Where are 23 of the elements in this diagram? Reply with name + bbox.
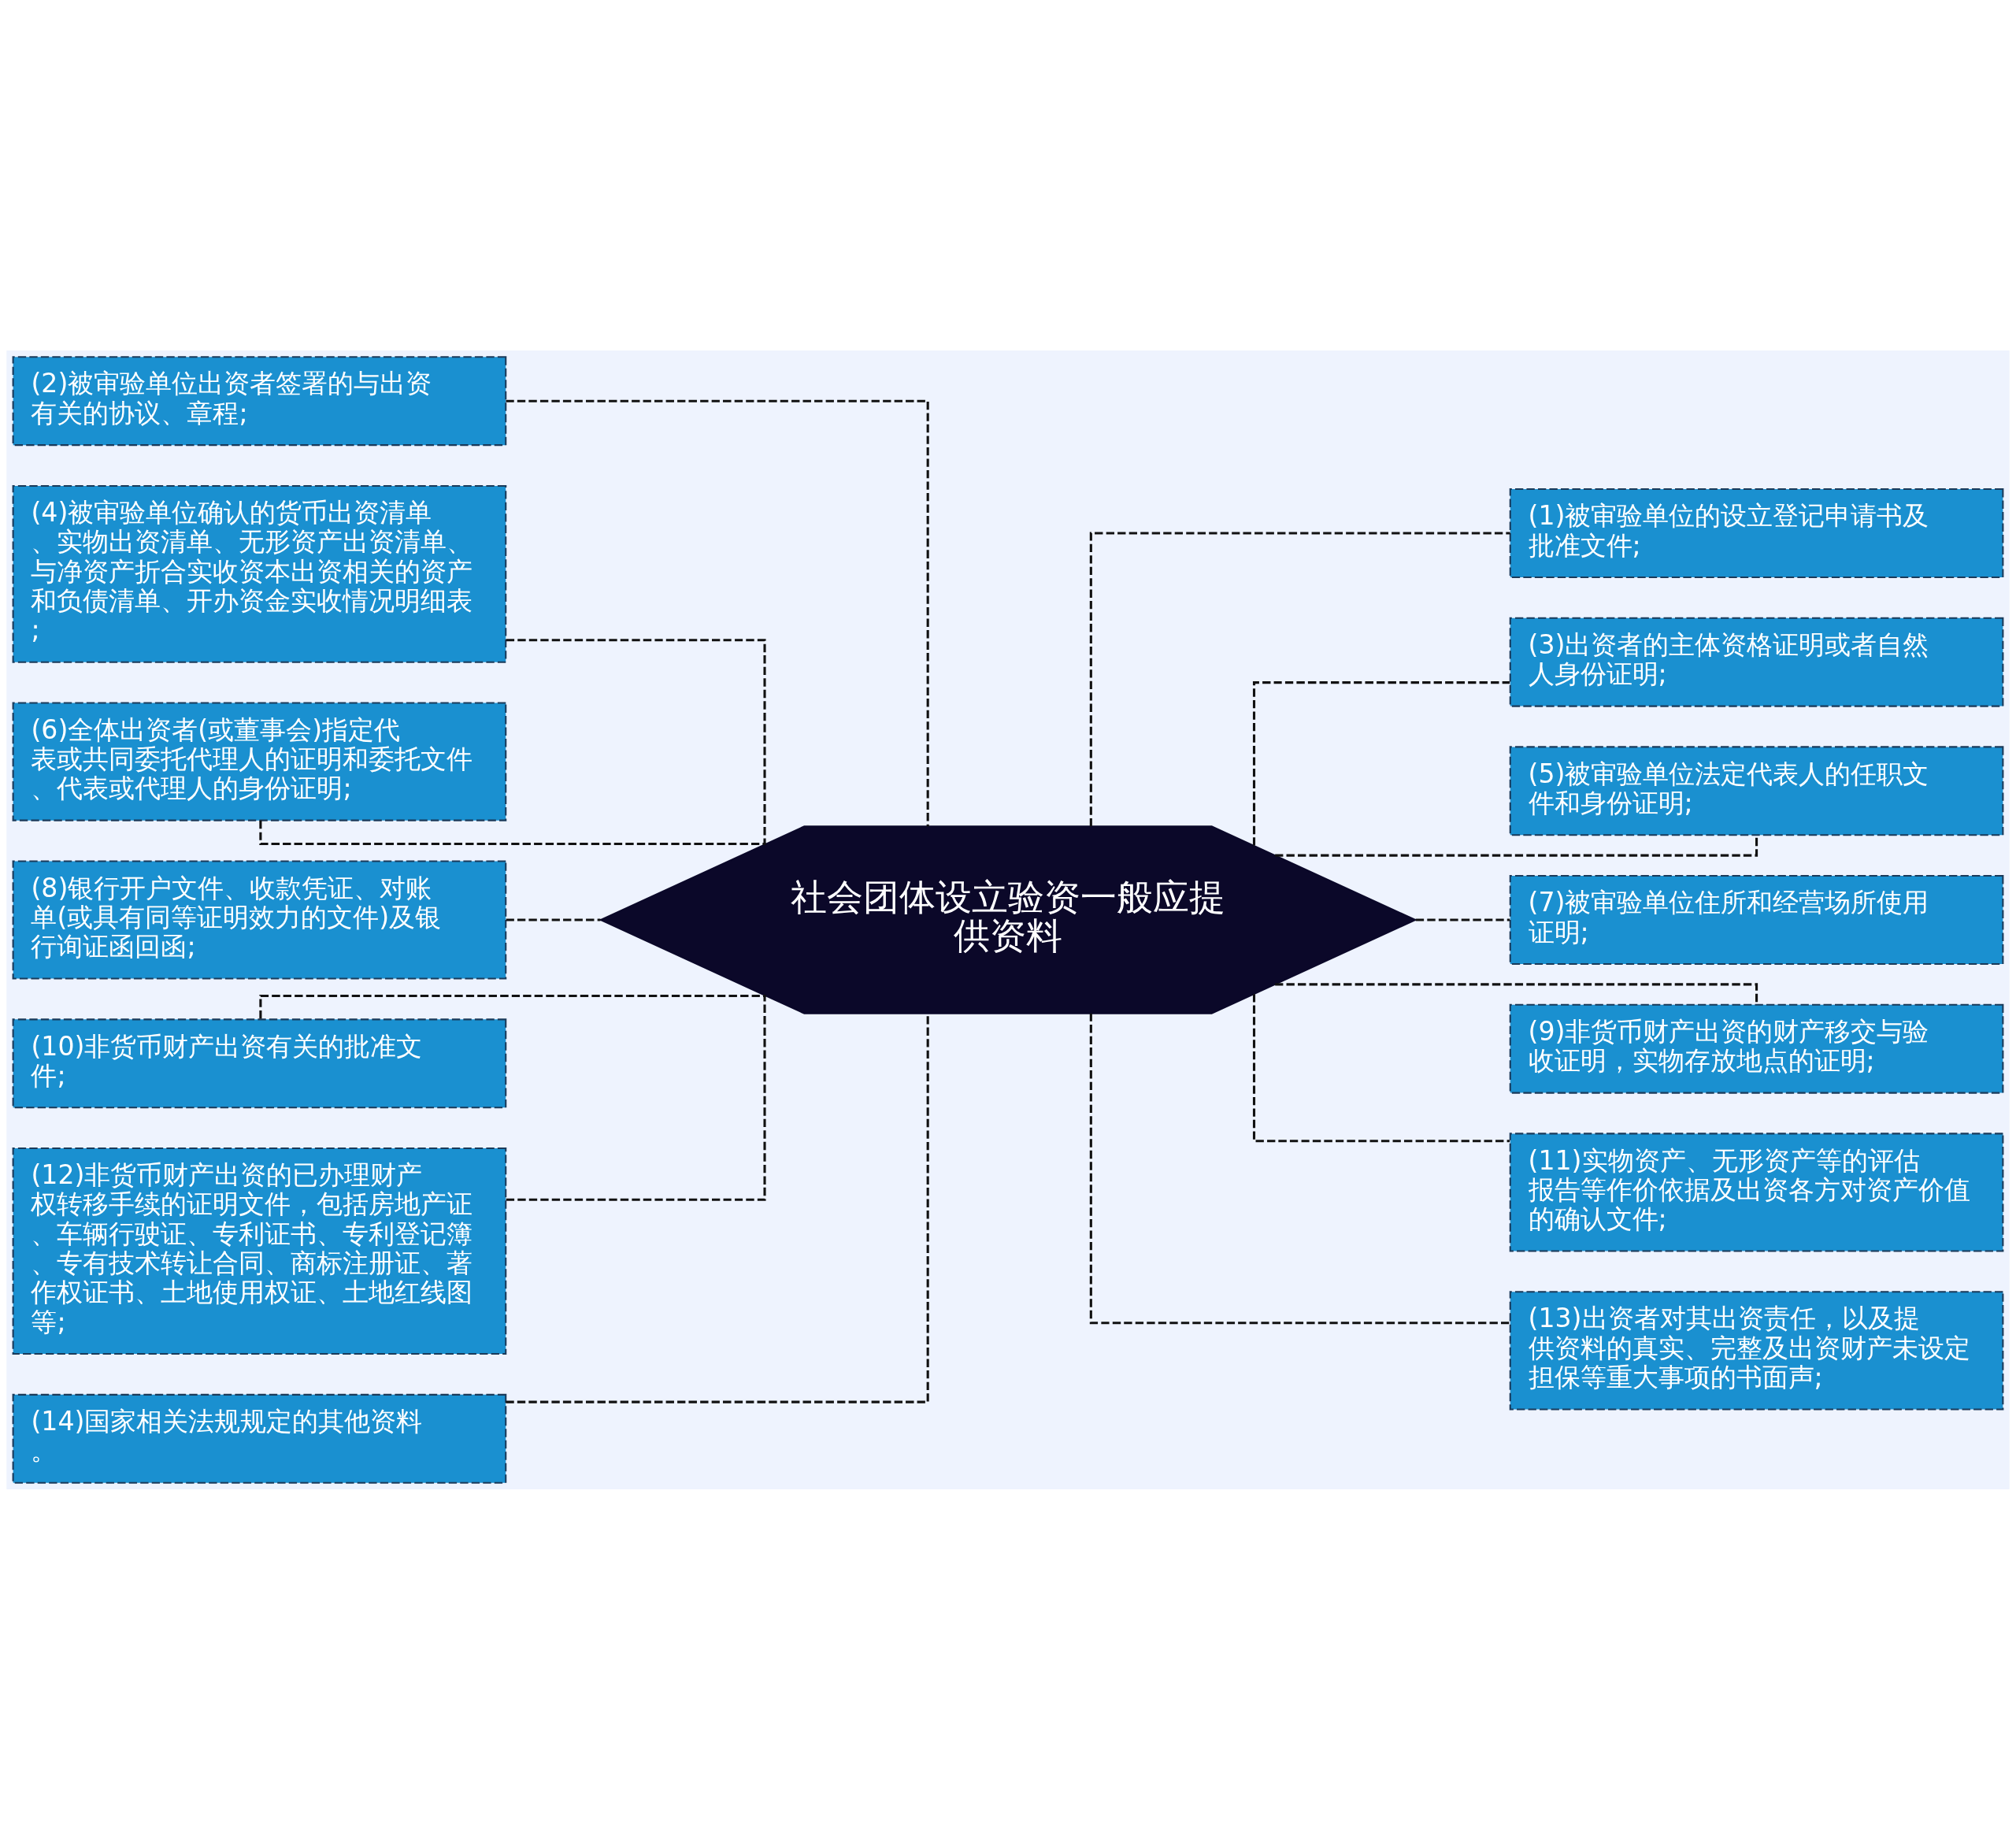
node-box: (2)被审验单位出资者签署的与出资有关的协议、章程;: [12, 355, 507, 446]
node-box: (10)非货币财产出资有关的批准文件;: [12, 1018, 507, 1108]
node-box: (11)实物资产、无形资产等的评估报告等作价依据及出资各方对资产价值的确认文件;: [1509, 1132, 2004, 1252]
node-box: (3)出资者的主体资格证明或者自然人身份证明;: [1509, 617, 2004, 707]
connector: [506, 638, 766, 844]
node-box: (12)非货币财产出资的已办理财产权转移手续的证明文件，包括房地产证、车辆行驶证、专利证书、专利登记簿、专有技术转让合同、商标注册证、著作权证书、土地使用权证、土地红线图等;: [12, 1147, 507, 1355]
connector: [1252, 993, 1510, 1142]
node-box: (9)非货币财产出资的财产移交与验收证明，实物存放地点的证明;: [1509, 1003, 2004, 1094]
node-box: (5)被审验单位法定代表人的任职文件和身份证明;: [1509, 745, 2004, 836]
node-box: (8)银行开户文件、收款凭证、对账单(或具有同等证明效力的文件)及银行询证函回函;: [12, 859, 507, 980]
connector: [506, 399, 929, 826]
node-box: (4)被审验单位确认的货币出资清单、实物出资清单、无形资产出资清单、与净资产折合实收资本出资相关的资产和负债清单、开办资金实收情况明细表;: [12, 484, 507, 663]
connector: [1415, 918, 1510, 921]
node-box: (13)出资者对其出资责任，以及提供资料的真实、完整及出资财产未设定担保等重大事项的书面声;: [1509, 1290, 2004, 1411]
node-box: (14)国家相关法规规定的其他资料。: [12, 1393, 507, 1484]
node-box: (1)被审验单位的设立登记申请书及批准文件;: [1509, 488, 2004, 578]
connector: [1252, 680, 1510, 845]
connector: [506, 995, 766, 1201]
node-box: (7)被审验单位住所和经营场所使用证明;: [1509, 874, 2004, 965]
node-box: (6)全体出资者(或董事会)指定代表或共同委托代理人的证明和委托文件、代表或代理人的身份证明;: [12, 701, 507, 821]
connector: [1089, 1013, 1510, 1324]
connector: [506, 918, 601, 921]
connector: [1089, 531, 1510, 826]
